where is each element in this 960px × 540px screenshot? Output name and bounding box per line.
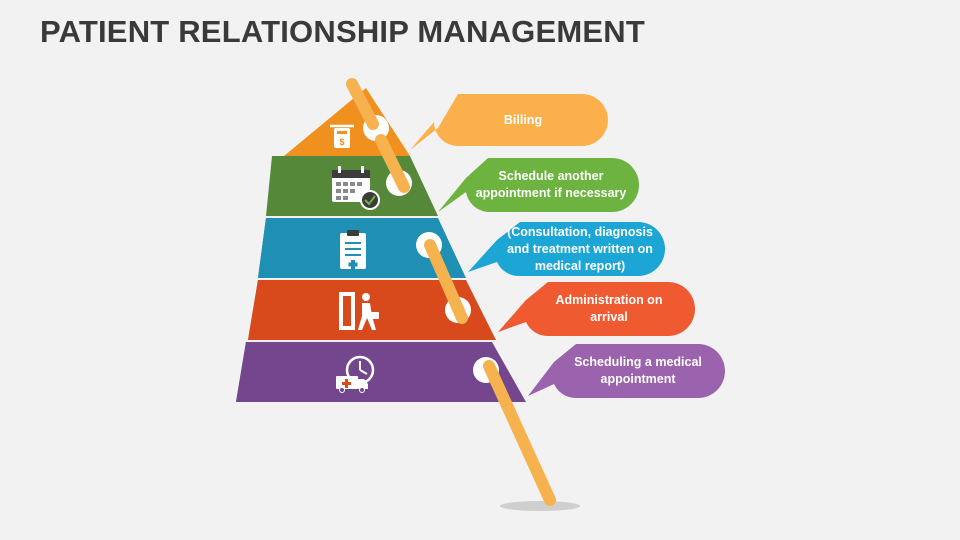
pencil [346,78,556,506]
bubble-label-scheduling: Scheduling a medical appointment [574,355,702,386]
bubble-label-schedule-another: Schedule another appointment if necessar… [475,169,627,200]
page-title: PATIENT RELATIONSHIP MANAGEMENT [40,14,645,49]
pencil-segment-1 [346,78,379,130]
pencil-segment-2 [375,134,410,193]
pencil-segment-4 [483,360,556,506]
speech-bubbles [410,94,725,399]
bubble-label-billing: Billing [503,112,543,127]
svg-text:$: $ [339,137,344,147]
bubble-1 [410,94,608,150]
patient-arrival-door-icon [339,292,379,330]
ambulance-clock-icon [336,355,375,393]
bubble-label-administration: Administration on arrival [555,293,663,324]
pencil-segment-3 [424,239,468,324]
cash-register-icon: $ [330,124,354,148]
calendar-check-icon [332,166,380,210]
medical-report-clipboard-icon [340,230,366,269]
bubble-4 [498,282,695,337]
pyramid-layer-4 [248,280,496,340]
pencil-shadow [500,501,580,511]
pyramid-layer-5 [236,342,526,402]
bubble-5 [528,344,725,399]
bubble-3 [468,222,665,277]
bubble-label-consultation: (Consultation, diagnosis and treatment w… [507,224,653,273]
bubble-2 [438,158,639,212]
